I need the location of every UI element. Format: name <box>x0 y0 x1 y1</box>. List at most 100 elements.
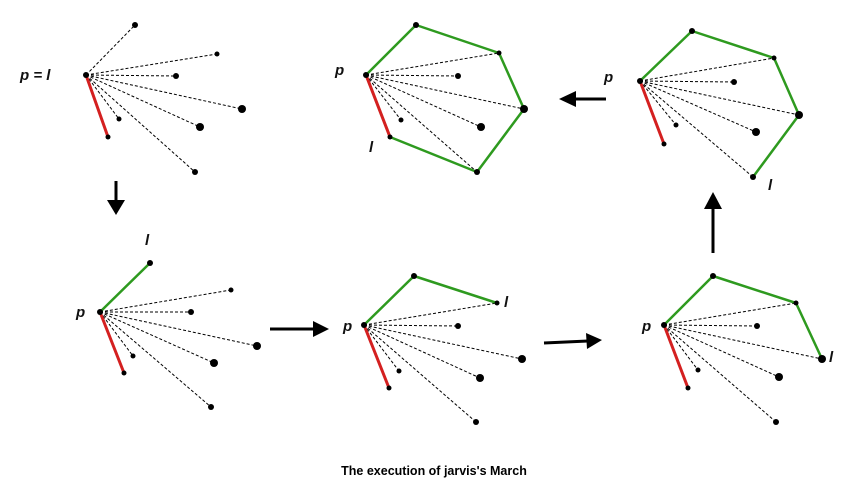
point <box>775 373 783 381</box>
anchor-point <box>83 72 89 78</box>
candidate-edge <box>362 323 391 390</box>
point <box>132 22 138 28</box>
point <box>396 368 402 374</box>
dashed-ray <box>663 324 699 371</box>
dashed-ray <box>99 311 134 357</box>
dashed-ray <box>663 324 780 378</box>
hull-edge <box>98 261 152 314</box>
arrow-icon <box>559 91 606 107</box>
label-p: p <box>334 62 344 79</box>
point <box>208 404 214 410</box>
panel-step-6: p l <box>334 22 528 175</box>
point <box>398 117 404 123</box>
point <box>214 51 220 57</box>
point <box>455 323 461 329</box>
point <box>518 355 526 363</box>
panel-step-3: p l <box>342 273 526 425</box>
dashed-ray <box>363 302 498 326</box>
anchor-point <box>363 72 369 78</box>
dashed-ray <box>363 324 459 327</box>
dashed-ray <box>363 324 523 360</box>
arrow-right-head <box>313 321 329 337</box>
point <box>253 342 261 350</box>
arrow-up-head <box>704 192 722 209</box>
label-l: l <box>145 232 150 249</box>
point <box>192 169 198 175</box>
point <box>754 323 760 329</box>
point <box>238 105 246 113</box>
point <box>210 359 218 367</box>
anchor-point <box>637 78 643 84</box>
dashed-ray <box>365 52 500 76</box>
dashed-ray <box>663 302 797 326</box>
convex-hull <box>364 23 526 174</box>
dashed-ray <box>639 80 677 126</box>
point <box>413 22 419 28</box>
arrow-icon <box>704 192 722 253</box>
point <box>473 419 479 425</box>
candidate-edge <box>638 79 666 146</box>
point <box>474 169 480 175</box>
dashed-ray <box>85 74 201 128</box>
dashed-ray <box>85 74 177 77</box>
anchor-point <box>97 309 103 315</box>
hull-edges <box>662 274 824 361</box>
label-p: p <box>342 318 352 335</box>
point <box>130 353 136 359</box>
label-l: l <box>504 294 509 311</box>
dashed-ray <box>85 74 243 110</box>
arrow-icon <box>107 181 125 215</box>
hull-edges <box>362 274 499 327</box>
dashed-ray <box>85 74 196 173</box>
dashed-ray <box>365 74 459 77</box>
point <box>773 419 779 425</box>
arrow-down-head <box>107 200 125 215</box>
point <box>731 79 737 85</box>
dashed-ray <box>99 311 215 364</box>
dashed-ray <box>99 289 232 313</box>
point <box>387 134 393 140</box>
dashed-ray <box>363 324 481 379</box>
dashed-ray <box>365 74 402 121</box>
figure-caption: The execution of jarvis's March <box>341 464 527 478</box>
dashed-ray <box>663 324 777 423</box>
dashed-ray <box>99 311 212 408</box>
dashed-ray <box>639 57 775 82</box>
label-l: l <box>768 177 773 194</box>
point <box>228 287 234 293</box>
point <box>455 73 461 79</box>
dashed-ray <box>363 324 477 423</box>
dashed-ray <box>85 53 218 76</box>
candidate-edge <box>662 323 690 390</box>
point <box>752 128 760 136</box>
hull-edges <box>638 29 801 179</box>
point <box>695 367 701 373</box>
point <box>494 300 500 306</box>
label-p: p <box>641 318 651 335</box>
point <box>710 273 716 279</box>
arrow-icon <box>543 333 602 349</box>
panel-step-1: p = l <box>19 22 246 175</box>
candidate-edge <box>98 310 126 375</box>
point <box>661 141 667 147</box>
point <box>196 123 204 131</box>
point <box>121 370 127 376</box>
point <box>673 122 679 128</box>
arrow-icon <box>270 321 329 337</box>
label-p-equals-l: p = l <box>19 67 51 84</box>
label-l: l <box>369 139 374 156</box>
point <box>188 309 194 315</box>
point <box>496 50 502 56</box>
label-p: p <box>603 69 613 86</box>
candidate-edge <box>364 73 392 139</box>
point <box>795 111 803 119</box>
dashed-ray <box>639 80 735 83</box>
dashed-ray <box>99 311 258 347</box>
point <box>750 174 756 180</box>
point <box>173 73 179 79</box>
dashed-ray <box>663 324 823 360</box>
dashed-ray <box>85 24 136 76</box>
point <box>689 28 695 34</box>
point <box>520 105 528 113</box>
